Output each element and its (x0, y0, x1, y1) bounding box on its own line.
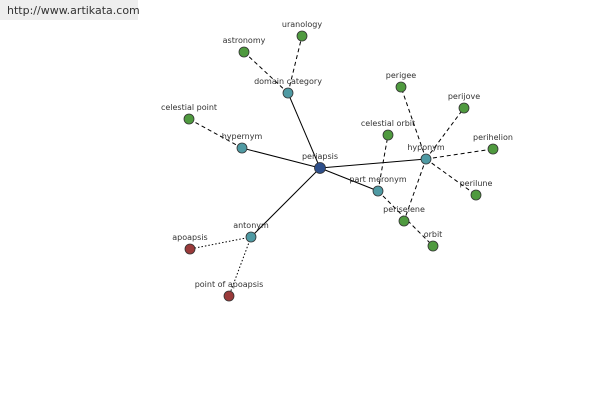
site-url-link[interactable]: http://www.artikata.com (7, 4, 140, 17)
edge-periapsis-to-part-meronym (319, 167, 379, 192)
node-perihelion-label: perihelion (473, 133, 513, 142)
node-perijove[interactable]: perijove (448, 92, 480, 114)
node-antonym-dot[interactable] (245, 231, 257, 243)
node-astronomy-dot[interactable] (238, 46, 250, 58)
node-perilune-dot[interactable] (470, 189, 482, 201)
nodes-layer: periapsis domain category hypernym hyponym p… (161, 20, 513, 302)
node-perijove-dot[interactable] (458, 102, 470, 114)
node-perigee-dot[interactable] (395, 81, 407, 93)
node-periselene-dot[interactable] (398, 215, 410, 227)
node-domain-category-label: domain category (254, 77, 322, 86)
node-celestial-orbit[interactable]: celestial orbit (361, 119, 415, 141)
node-periapsis-dot[interactable] (314, 162, 326, 174)
node-hypernym[interactable]: hypernym (222, 132, 263, 154)
node-hypernym-dot[interactable] (236, 142, 248, 154)
edge-periapsis-to-domain-category (287, 92, 321, 169)
node-hyponym-dot[interactable] (420, 153, 432, 165)
node-part-meronym-label: part meronym (349, 175, 406, 184)
node-periselene[interactable]: periselene (383, 205, 425, 227)
header-banner: http://www.artikata.com (0, 0, 140, 20)
edge-periapsis-to-hypernym (241, 147, 321, 169)
node-orbit-label: orbit (424, 230, 443, 239)
node-celestial-point-label: celestial point (161, 103, 217, 112)
node-hyponym[interactable]: hyponym (407, 143, 445, 165)
node-celestial-orbit-label: celestial orbit (361, 119, 415, 128)
node-perihelion[interactable]: perihelion (473, 133, 513, 155)
node-perijove-label: perijove (448, 92, 480, 101)
node-apoapsis-label: apoapsis (172, 233, 207, 242)
node-orbit[interactable]: orbit (424, 230, 443, 252)
node-uranology-dot[interactable] (296, 30, 308, 42)
node-periapsis[interactable]: periapsis (302, 152, 338, 174)
node-part-meronym[interactable]: part meronym (349, 175, 407, 197)
node-astronomy-label: astronomy (223, 36, 266, 45)
node-point-of-apoapsis-dot[interactable] (223, 290, 235, 302)
edge-periapsis-to-antonym (250, 167, 321, 238)
edge-part-meronym-to-celestial-orbit (377, 134, 389, 192)
node-astronomy[interactable]: astronomy (223, 36, 266, 58)
node-domain-category[interactable]: domain category (254, 77, 322, 99)
node-perihelion-dot[interactable] (487, 143, 499, 155)
node-antonym[interactable]: antonym (233, 221, 269, 243)
edges-layer (188, 35, 494, 297)
node-perilune[interactable]: perilune (460, 179, 493, 201)
node-hypernym-label: hypernym (222, 132, 263, 141)
node-perigee-label: perigee (386, 71, 417, 80)
node-perigee[interactable]: perigee (386, 71, 417, 93)
edge-hyponym-to-perijove (425, 107, 465, 160)
node-part-meronym-dot[interactable] (372, 185, 384, 197)
edge-hyponym-to-perihelion (425, 148, 494, 160)
node-celestial-orbit-dot[interactable] (382, 129, 394, 141)
node-apoapsis[interactable]: apoapsis (172, 233, 208, 255)
node-celestial-point-dot[interactable] (183, 113, 195, 125)
node-antonym-label: antonym (233, 221, 269, 230)
node-point-of-apoapsis-label: point of apoapsis (195, 280, 264, 289)
node-uranology[interactable]: uranology (282, 20, 322, 42)
node-periapsis-label: periapsis (302, 152, 338, 161)
node-perilune-label: perilune (460, 179, 493, 188)
edge-hypernym-to-celestial-point (188, 118, 243, 149)
edge-periapsis-to-hyponym (319, 158, 427, 169)
edge-hyponym-to-perilune (425, 158, 477, 196)
node-orbit-dot[interactable] (427, 240, 439, 252)
edge-domain-category-to-astronomy (243, 51, 289, 94)
node-uranology-label: uranology (282, 20, 322, 29)
edge-hyponym-to-perigee (400, 86, 427, 160)
node-point-of-apoapsis[interactable]: point of apoapsis (195, 280, 264, 302)
node-hyponym-label: hyponym (407, 143, 445, 152)
node-periselene-label: periselene (383, 205, 425, 214)
node-domain-category-dot[interactable] (282, 87, 294, 99)
edge-hyponym-to-periselene (403, 158, 427, 222)
edge-domain-category-to-uranology (287, 35, 303, 94)
node-apoapsis-dot[interactable] (184, 243, 196, 255)
node-celestial-point[interactable]: celestial point (161, 103, 217, 125)
